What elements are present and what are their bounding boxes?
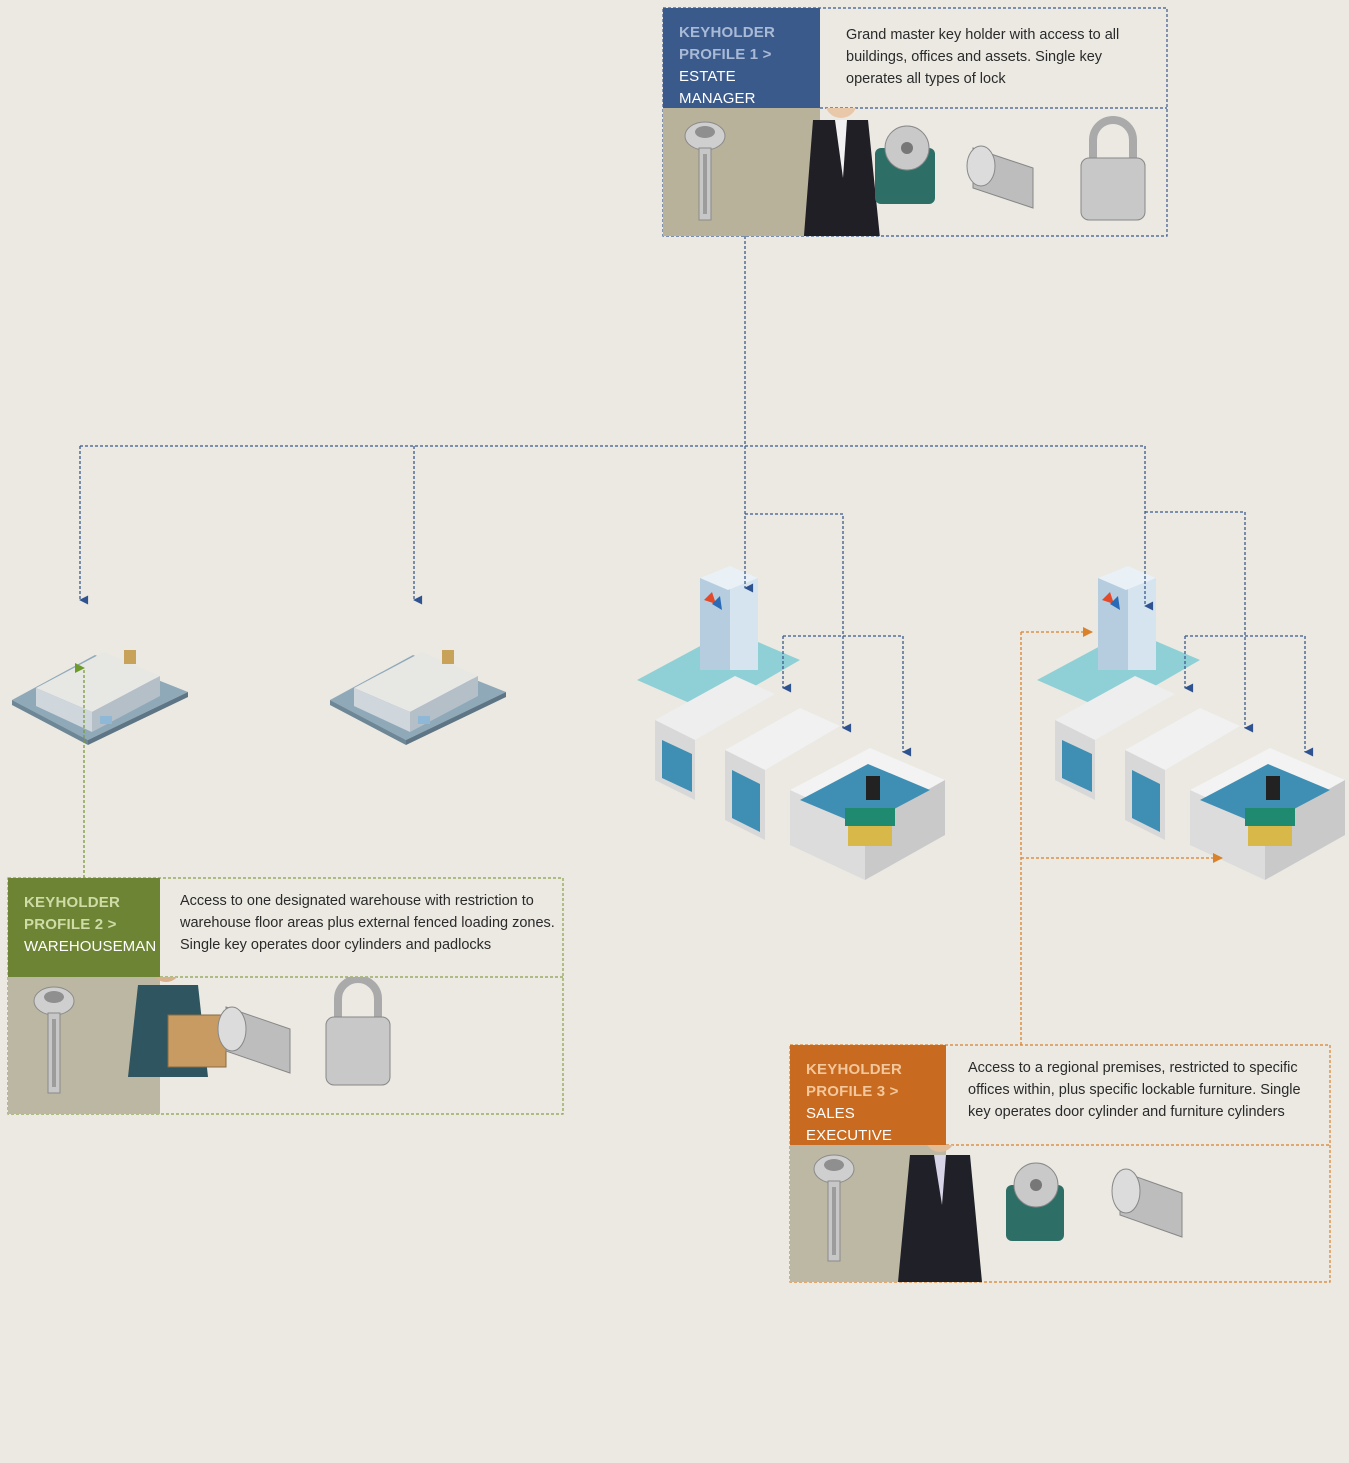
keyholder-profile-1: KEYHOLDER PROFILE 1 > ESTATE MANAGER Gra… xyxy=(663,8,1167,236)
profile-role: SALES EXECUTIVE xyxy=(806,1105,892,1144)
profile-label-line1: KEYHOLDER xyxy=(806,1061,902,1078)
profile-role: WAREHOUSEMAN xyxy=(24,938,157,955)
door-cylinder-icon xyxy=(966,145,1034,209)
estate-manager-figure xyxy=(803,108,880,236)
profile-1-illustration xyxy=(684,108,1146,236)
keyholder-profile-3: KEYHOLDER PROFILE 3 > SALES EXECUTIVE Ac… xyxy=(790,1045,1330,1282)
connector-profile-1 xyxy=(79,236,1314,757)
profile-description: Grand master key holder with access to a… xyxy=(846,27,1120,87)
profile-2-frame xyxy=(7,877,564,1115)
profile-tag: KEYHOLDER PROFILE 1 > ESTATE MANAGER xyxy=(663,8,820,108)
office-tower-icon xyxy=(1037,566,1345,880)
profile-description: Access to one designated warehouse with … xyxy=(180,893,555,953)
profile-tag: KEYHOLDER PROFILE 2 > WAREHOUSEMAN xyxy=(8,878,160,977)
profile-label-line2: PROFILE 2 > xyxy=(24,916,117,933)
profile-label-line1: KEYHOLDER xyxy=(679,24,775,41)
profile-label-line2: PROFILE 1 > xyxy=(679,46,772,63)
furniture-lock-icon xyxy=(1006,1162,1064,1241)
profile-tag: KEYHOLDER PROFILE 3 > SALES EXECUTIVE xyxy=(790,1045,946,1145)
profile-label-line2: PROFILE 3 > xyxy=(806,1083,899,1100)
key-icon xyxy=(813,1154,855,1262)
profile-2-illustration xyxy=(33,977,391,1094)
warehouseman-figure xyxy=(128,977,227,1077)
door-cylinder-icon xyxy=(217,1006,291,1074)
furniture-lock-icon xyxy=(875,125,935,204)
padlock-icon xyxy=(325,977,391,1086)
profile-label-line1: KEYHOLDER xyxy=(24,894,120,911)
key-icon xyxy=(684,121,726,221)
sales-executive-figure xyxy=(898,1145,982,1282)
profile-3-illustration xyxy=(813,1145,1183,1282)
padlock-icon xyxy=(1080,116,1146,221)
profile-description: Access to a regional premises, restricte… xyxy=(968,1060,1301,1120)
warehouse-icon xyxy=(330,650,506,745)
office-tower-icon xyxy=(637,566,945,880)
profile-role: ESTATE MANAGER xyxy=(679,68,756,107)
warehouse-icon xyxy=(12,650,188,745)
keyholder-profile-2: KEYHOLDER PROFILE 2 > WAREHOUSEMAN Acces… xyxy=(8,878,563,1114)
connector-profile-3 xyxy=(1020,627,1223,1045)
door-cylinder-icon xyxy=(1111,1168,1183,1238)
key-icon xyxy=(33,986,75,1094)
